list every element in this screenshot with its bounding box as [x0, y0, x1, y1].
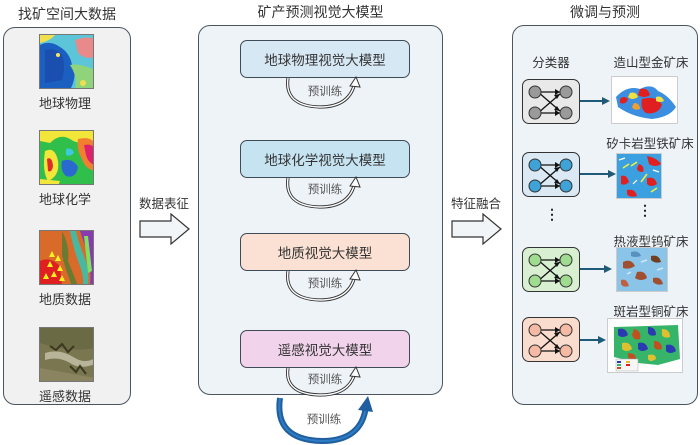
pretrain-loop-icon [286, 269, 361, 302]
copper-prediction-map [607, 318, 683, 373]
fusion-arrow-icon [451, 212, 502, 246]
connector-arrow-icon [580, 265, 612, 273]
geophysics-map-image [39, 34, 94, 89]
deposit-ellipsis: ⋮ [638, 203, 652, 219]
fusion-label: 特征融合 [451, 196, 502, 211]
geochemistry-map-image [39, 130, 94, 185]
classifier-network-icon [528, 253, 573, 288]
remote-sensing-label: 遥感数据 [38, 390, 91, 405]
geology-label: 地质数据 [38, 293, 91, 308]
tungsten-prediction-map [616, 247, 668, 292]
pretrain-label: 预训练 [307, 182, 343, 196]
deposit-label-tungsten: 热液型钨矿床 [613, 234, 689, 249]
pretrain-loop-icon [286, 76, 361, 109]
pretrain-loop-icon [286, 366, 361, 397]
connector-arrow-icon [580, 97, 610, 105]
geochemistry-label: 地球化学 [38, 193, 91, 208]
geophysics-label: 地球物理 [38, 97, 91, 112]
geology-map-image [39, 230, 94, 285]
geology-model-box: 地质视觉大模型 [240, 233, 410, 271]
connector-arrow-icon [580, 170, 616, 178]
representation-arrow-icon [139, 212, 190, 246]
geochemistry-model-box: 地球化学视觉大模型 [240, 140, 410, 178]
iron-prediction-map [616, 153, 662, 199]
pretrain-label: 预训练 [307, 276, 343, 290]
classifier-box-tungsten [522, 247, 580, 292]
classifier-ellipsis: ⋮ [545, 207, 559, 223]
data-column-title: 找矿空间大数据 [18, 7, 116, 23]
classifier-network-icon [528, 158, 573, 193]
representation-label: 数据表征 [139, 196, 190, 211]
classifier-box-iron [522, 152, 580, 197]
classifier-box-gold [522, 79, 580, 124]
geophysics-model-box: 地球物理视觉大模型 [240, 40, 410, 78]
finetune-column-title: 微调与预测 [570, 5, 640, 21]
classifier-label: 分类器 [532, 55, 570, 70]
pretrain-label: 预训练 [307, 84, 343, 98]
remote-sensing-image [39, 327, 94, 382]
classifier-network-icon [528, 323, 573, 358]
connector-arrow-icon [580, 336, 606, 344]
deposit-label-gold: 造山型金矿床 [613, 55, 689, 70]
classifier-box-copper [522, 317, 580, 362]
classifier-network-icon [528, 85, 573, 120]
pretrain-label: 预训练 [307, 372, 343, 386]
deposit-label-iron: 矽卡岩型铁矿床 [606, 136, 694, 151]
outer-pretrain-label: 预训练 [306, 412, 342, 426]
remote-sensing-model-box: 遥感视觉大模型 [240, 330, 410, 368]
outer-pretrain-loop-icon [276, 396, 373, 445]
deposit-label-copper: 斑岩型铜矿床 [613, 304, 689, 319]
gold-prediction-map [611, 76, 678, 124]
pretrain-loop-icon [286, 176, 361, 209]
models-column-title: 矿产预测视觉大模型 [257, 5, 384, 21]
